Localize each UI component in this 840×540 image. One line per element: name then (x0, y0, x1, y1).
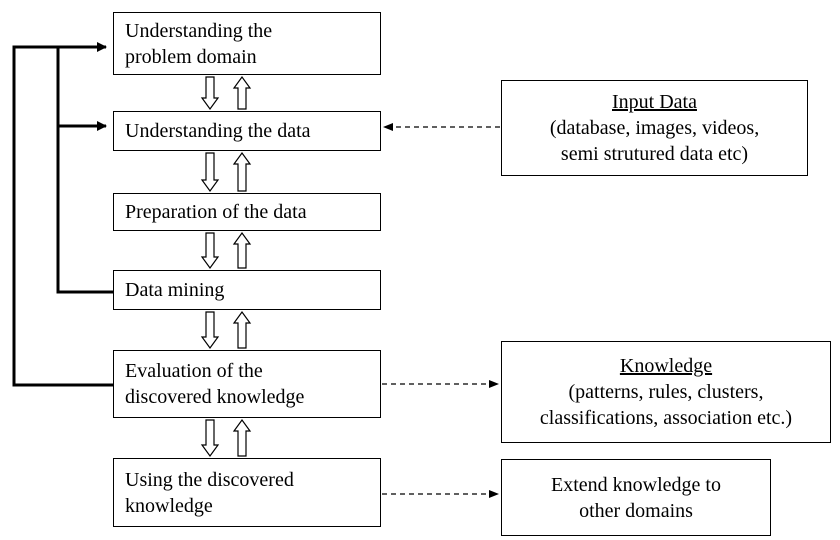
step-label: Data mining (125, 279, 225, 301)
hollow-down-arrow (200, 76, 220, 111)
step-data-mining: Data mining (113, 270, 381, 310)
extend-knowledge-box: Extend knowledge to other domains (501, 459, 771, 536)
extend-line: Extend knowledge to (551, 473, 721, 496)
hollow-up-arrow (232, 231, 252, 269)
hollow-up-arrow (232, 151, 252, 192)
knowledge-title: Knowledge (619, 355, 713, 377)
hollow-down-arrow (200, 152, 220, 193)
step-label: discovered knowledge (125, 386, 305, 408)
step-label: Understanding the (125, 19, 273, 42)
hollow-down-arrow (200, 311, 220, 350)
step-label: problem domain (125, 45, 257, 68)
extend-line: other domains (579, 499, 693, 522)
hollow-up-arrow (232, 418, 252, 457)
input-data-title: Input Data (612, 91, 697, 113)
knowledge-box: Knowledge (patterns, rules, clusters, cl… (501, 341, 831, 443)
step-label: knowledge (125, 494, 213, 517)
input-data-line: (database, images, videos, (549, 117, 760, 139)
step-label: Preparation of the data (125, 201, 307, 223)
input-data-box: Input Data (database, images, videos, se… (501, 80, 808, 176)
hollow-down-arrow (200, 419, 220, 458)
feedback-loop-inner (56, 47, 113, 294)
input-data-line: semi strutured data etc) (560, 143, 749, 165)
step-preparation-data: Preparation of the data (113, 193, 381, 231)
feedback-loop-outer (12, 45, 113, 387)
step-label: Evaluation of the (125, 360, 263, 382)
knowledge-line: classifications, association etc.) (539, 407, 793, 429)
knowledge-line: (patterns, rules, clusters, (568, 381, 764, 403)
step-label: Understanding the data (125, 120, 311, 142)
step-label: Using the discovered (125, 468, 294, 491)
step-understanding-data: Understanding the data (113, 111, 381, 151)
hollow-up-arrow (232, 310, 252, 349)
hollow-down-arrow (200, 232, 220, 270)
hollow-up-arrow (232, 75, 252, 110)
step-understanding-problem-domain: Understanding the problem domain (113, 12, 381, 75)
step-using-knowledge: Using the discovered knowledge (113, 458, 381, 527)
step-evaluation-knowledge: Evaluation of the discovered knowledge (113, 350, 381, 418)
step-connectors (200, 75, 252, 458)
